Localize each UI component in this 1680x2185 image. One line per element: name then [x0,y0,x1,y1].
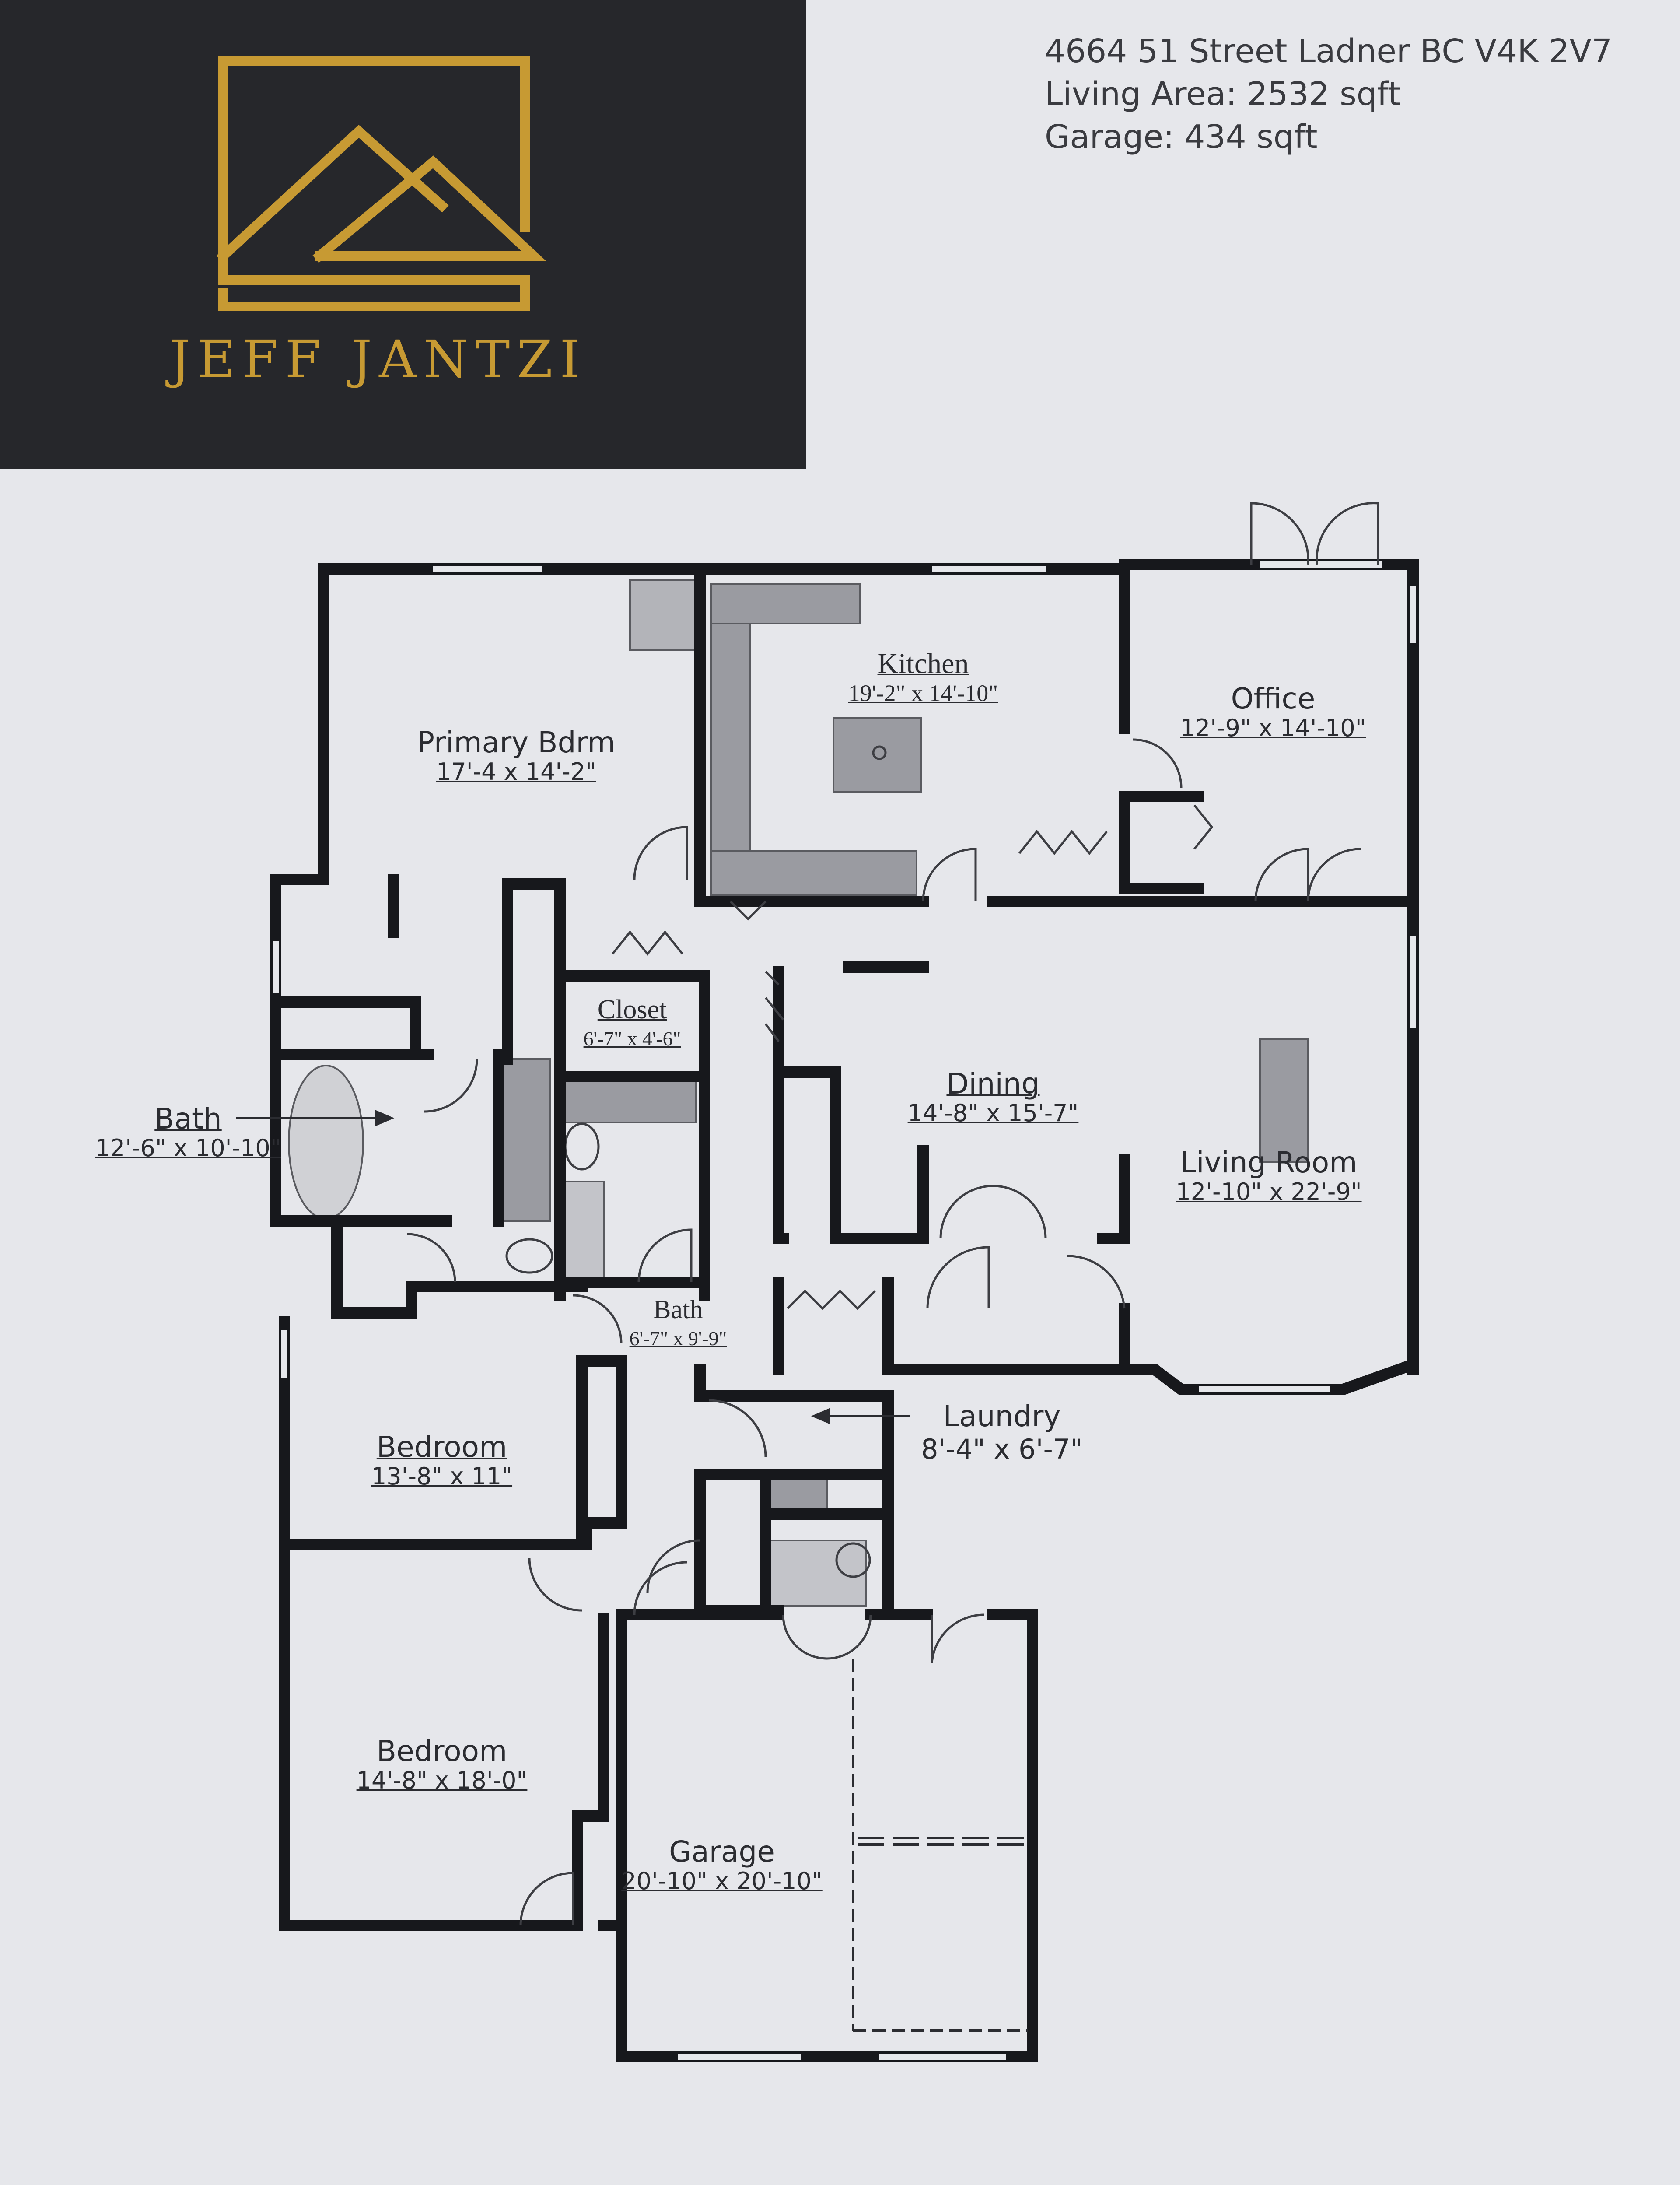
listing-address: 4664 51 Street Ladner BC V4K 2V7 [1045,32,1613,70]
room-dimensions: 12'-6" x 10'-10" [95,1134,281,1162]
room-label-primary-bedroom: Primary Bdrm 17'-4 x 14'-2" [376,726,656,785]
room-name: Bath [154,1102,222,1136]
room-label-office: Office 12'-9" x 14'-10" [1146,683,1400,741]
vanity-primary-bath [499,1058,551,1222]
room-name: Bedroom [376,1734,508,1768]
room-dimensions: 13'-8" x 11" [371,1463,513,1490]
room-name: Bath [653,1295,703,1324]
vanity-hall-bath [564,1078,696,1123]
arrow-right-icon [375,1110,395,1126]
room-label-primary-bath: Bath 12'-6" x 10'-10" [88,1103,289,1161]
room-label-dining: Dining 14'-8" x 15'-7" [892,1068,1094,1126]
arrow-left-icon [811,1408,830,1424]
room-name: Living Room [1180,1146,1358,1179]
room-name: Closet [597,995,667,1024]
house-roof-logo-icon [216,56,546,311]
room-dimensions: 14'-8" x 18'-0" [356,1767,528,1794]
room-dimensions: 8'-4" x 6'-7" [921,1433,1083,1465]
toilet-icon [505,1238,553,1274]
room-name: Bedroom [376,1430,508,1464]
living-fireplace-icon [1259,1038,1309,1163]
living-area: Living Area: 2532 sqft [1045,75,1401,113]
room-dimensions: 14'-8" x 15'-7" [907,1099,1079,1127]
room-label-living-room: Living Room 12'-10" x 22'-9" [1155,1147,1382,1205]
listing-info: 4664 51 Street Ladner BC V4K 2V7 Living … [1045,30,1612,158]
room-label-bedroom-2: Bedroom 14'-8" x 18'-0" [337,1735,547,1794]
doors [406,502,1379,1926]
room-label-closet: Closet 6'-7" x 4'-6" [556,993,709,1052]
room-label-kitchen: Kitchen 19'-2" x 14'-10" [801,648,1046,706]
room-name: Kitchen [877,648,969,680]
windows [273,561,1416,2060]
room-dimensions: 20'-10" x 20'-10" [621,1867,822,1895]
room-dimensions: 12'-10" x 22'-9" [1176,1178,1362,1206]
kitchen-counter-top [710,583,861,624]
toilet-icon [564,1122,600,1171]
room-dimensions: 6'-7" x 4'-6" [583,1028,681,1050]
kitchen-island [833,717,922,793]
fixtures [288,579,1309,1607]
island-sink-icon [872,745,887,760]
room-dimensions: 12'-9" x 14'-10" [1180,714,1366,742]
logo-panel: JEFF JANTZI [0,0,806,469]
fireplace-icon [629,579,696,651]
room-label-bedroom-1: Bedroom 13'-8" x 11" [341,1431,542,1490]
room-name: Office [1231,682,1316,715]
room-dimensions: 19'-2" x 14'-10" [848,680,998,706]
room-dimensions: 6'-7" x 9'-9" [629,1327,727,1350]
label-arrows [236,1110,910,1424]
garage-door-outline [852,1659,1028,2032]
brand-name: JEFF JANTZI [170,329,587,389]
room-name: Primary Bdrm [417,726,616,759]
room-name: Laundry [943,1399,1061,1433]
hall-bathtub-icon [559,1181,605,1283]
garage-area: Garage: 434 sqft [1045,118,1318,156]
room-label-hall-bath: Bath 6'-7" x 9'-9" [604,1293,752,1352]
bathtub-icon [288,1065,364,1220]
room-dimensions: 17'-4 x 14'-2" [436,758,596,786]
washer-icon [835,1542,871,1578]
washer-dryer-icon [769,1540,867,1607]
room-label-garage: Garage 20'-10" x 20'-10" [604,1836,840,1894]
kitchen-counter-bottom [710,850,917,896]
room-name: Garage [669,1835,775,1869]
room-name: Dining [946,1067,1040,1101]
room-label-laundry: Laundry 8'-4" x 6'-7" [901,1400,1102,1466]
